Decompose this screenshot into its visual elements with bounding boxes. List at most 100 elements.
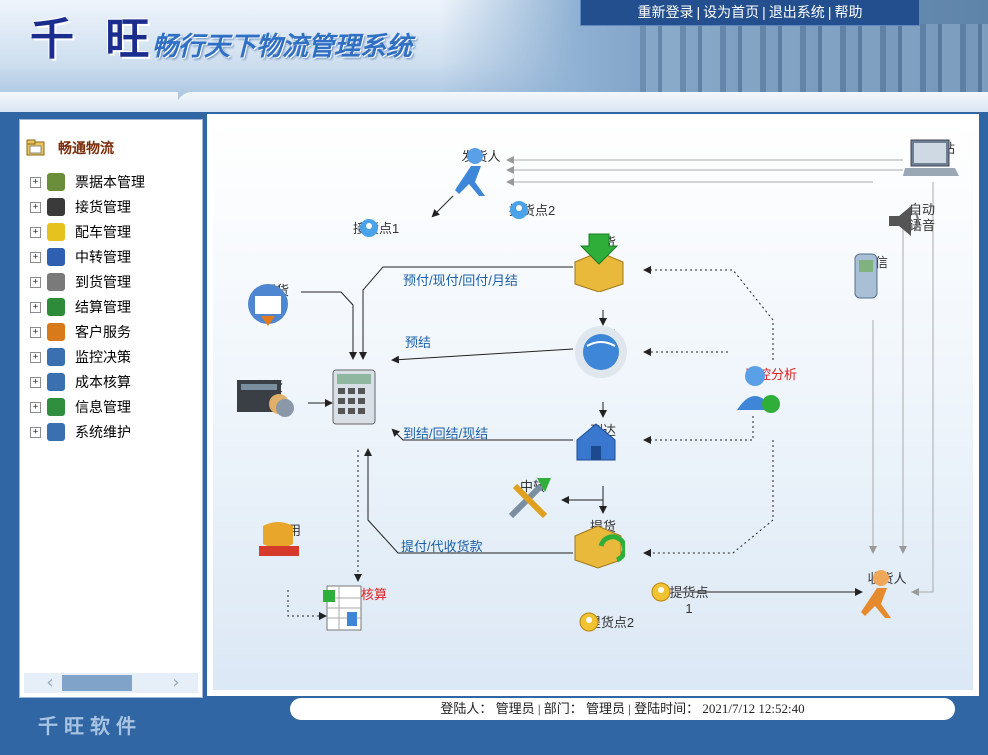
warehouse-racks [640, 24, 988, 104]
top-nav: 重新登录|设为首页|退出系统|帮助 [580, 0, 920, 26]
delivery-node[interactable]: 提货 [571, 516, 635, 569]
cost-node[interactable]: 成本核算 [321, 584, 401, 631]
receiver-node[interactable]: 收货人 [857, 568, 917, 618]
pin-icon [651, 582, 671, 602]
arrive-node[interactable]: 到达 [573, 420, 633, 461]
expand-icon[interactable]: + [30, 401, 41, 413]
delivery-point1-node[interactable]: 提货点1 [641, 582, 711, 616]
user-globe-icon [737, 366, 780, 413]
notepad-icon [47, 173, 65, 191]
sidebar-item-label: 配车管理 [75, 224, 131, 240]
calculator-icon [47, 298, 65, 316]
flow-diagram: 发货人 接货点1 接货点2 网站 [213, 120, 973, 690]
delivery-point2-node[interactable]: 提货点2 [579, 612, 643, 632]
dept-value: 管理员 [586, 701, 626, 716]
presentation-icon [237, 380, 294, 417]
sidebar-item-label: 系统维护 [75, 424, 131, 440]
sidebar-item[interactable]: + 监控决策 [30, 347, 131, 367]
flow-label-prepay: 预付/现付/回付/月结 [403, 273, 518, 288]
money-icon [259, 522, 299, 556]
running-man-icon [455, 148, 485, 196]
scroll-thumb[interactable] [62, 675, 132, 691]
box-download-icon [574, 233, 624, 292]
login-time-label: 登陆时间： [634, 701, 700, 716]
expand-icon[interactable]: + [30, 426, 41, 438]
sidebar-item-label: 票据本管理 [75, 174, 145, 190]
pin-icon [579, 612, 599, 632]
relogin-link[interactable]: 重新登录 [637, 4, 694, 20]
settlement-node[interactable]: 结算 [331, 368, 383, 425]
sidebar-item[interactable]: + 信息管理 [30, 397, 131, 417]
help-link[interactable]: 帮助 [834, 4, 863, 20]
pin-icon [360, 219, 378, 237]
sidebar-item[interactable]: + 系统维护 [30, 422, 131, 442]
mail-return-icon [248, 284, 288, 326]
expand-icon[interactable]: + [30, 201, 41, 213]
pickup-point2-node[interactable]: 接货点2 [509, 200, 599, 219]
expand-icon[interactable]: + [30, 226, 41, 238]
sidebar-item[interactable]: + 到货管理 [30, 272, 131, 292]
auto-voice-node[interactable]: 自动 语音 [885, 202, 941, 236]
expand-icon[interactable]: + [30, 351, 41, 363]
sidebar-item-label: 监控决策 [75, 349, 131, 365]
tools-icon [508, 478, 551, 519]
scroll-right-icon[interactable]: › [172, 672, 180, 693]
main-panel: 发货人 接货点1 接货点2 网站 [207, 114, 979, 696]
system-title: 畅行天下物流管理系统 [152, 32, 413, 62]
expand-icon[interactable]: + [30, 326, 41, 338]
status-bar: 登陆人： 管理员 | 部门： 管理员 | 登陆时间： 2021/7/12 12:… [290, 698, 955, 720]
logo: 千 旺 畅行天下物流管理系统 [30, 14, 412, 66]
sidebar-item[interactable]: +中转管理 [30, 247, 131, 267]
expand-icon[interactable]: + [30, 251, 41, 263]
phone-icon [854, 253, 878, 299]
expand-icon[interactable]: + [30, 276, 41, 288]
tree-root-label: 畅通物流 [58, 140, 114, 156]
dispatch-node[interactable]: 配车 [573, 324, 633, 378]
brand-logo: 千 旺 [30, 14, 158, 65]
return-goods-node[interactable]: 回货 [241, 280, 311, 326]
spreadsheet-icon [323, 585, 362, 631]
truck-icon [47, 223, 65, 241]
people-icon [47, 348, 65, 366]
sender-node[interactable]: 发货人 [451, 146, 511, 196]
sms-node[interactable]: 短信 [853, 252, 897, 299]
transfer-goods-node[interactable]: 转货 [235, 376, 305, 417]
house-icon [576, 423, 616, 461]
expense-node[interactable]: 费用 [253, 520, 323, 556]
sidebar: 畅通物流 +票据本管理+接货管理+配车管理+中转管理+到货管理+结算管理+客户服… [19, 119, 203, 698]
pickup-point1-node[interactable]: 接货点1 [353, 218, 443, 237]
sitemap-icon [47, 398, 65, 416]
flow-label-presettle: 预结 [405, 335, 432, 350]
sidebar-item[interactable]: + 配车管理 [30, 222, 131, 242]
expand-icon[interactable]: + [30, 376, 41, 388]
header-wave [176, 92, 988, 112]
sidebar-item-label: 到货管理 [75, 274, 131, 290]
factory-icon [47, 198, 65, 216]
sidebar-item[interactable]: +成本核算 [30, 372, 131, 392]
tree-root[interactable]: 畅通物流 [26, 138, 114, 158]
expand-icon[interactable]: + [30, 176, 41, 188]
monitor-node[interactable]: 监控分析 [733, 364, 809, 413]
sidebar-item[interactable]: +接货管理 [30, 197, 131, 217]
speaker-icon [889, 206, 919, 236]
delivery-point2-label: 提货点2 [587, 615, 635, 630]
forklift-icon [47, 248, 65, 266]
calculator-icon [332, 369, 376, 425]
sidebar-item-label: 信息管理 [75, 399, 131, 415]
website-node[interactable]: 网站 [903, 138, 963, 176]
relay-node[interactable]: 中转 [505, 476, 561, 519]
expand-icon[interactable]: + [30, 301, 41, 313]
folder-icon [26, 139, 45, 156]
horizontal-scrollbar[interactable]: ‹ › [24, 673, 198, 693]
sidebar-item[interactable]: + 票据本管理 [30, 172, 145, 192]
logout-link[interactable]: 退出系统 [768, 4, 825, 20]
sidebar-item[interactable]: + 结算管理 [30, 297, 131, 317]
sidebar-item[interactable]: +客户服务 [30, 322, 131, 342]
scroll-left-icon[interactable]: ‹ [46, 672, 54, 693]
sidebar-item-label: 结算管理 [75, 299, 131, 315]
group-icon [47, 423, 65, 441]
user-value: 管理员 [495, 701, 535, 716]
set-homepage-link[interactable]: 设为首页 [703, 4, 760, 20]
receive-goods-node[interactable]: 接货 [571, 232, 635, 292]
